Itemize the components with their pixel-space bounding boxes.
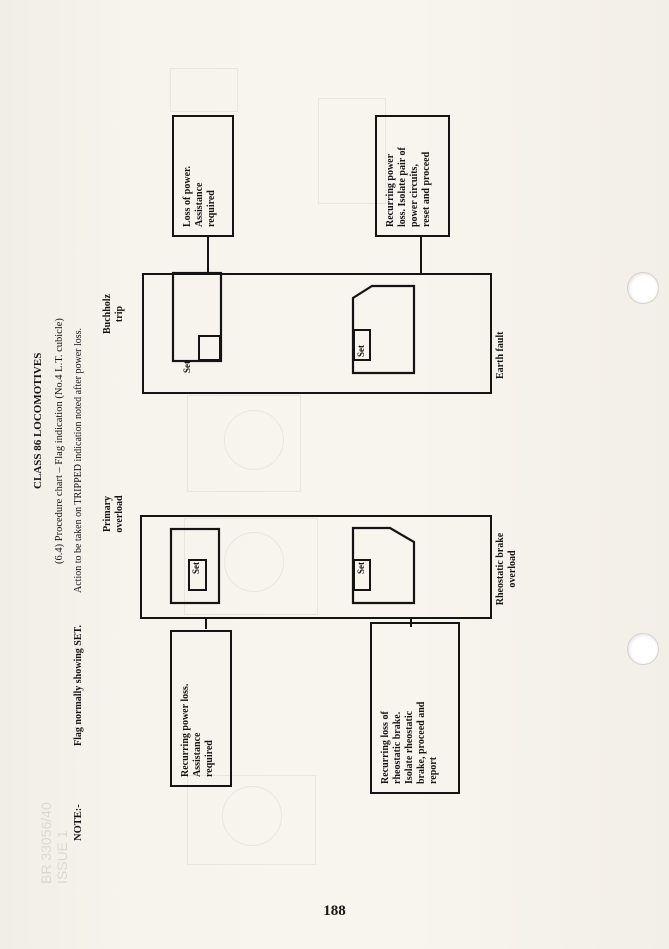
show-through-circle — [224, 532, 284, 592]
action-box-rheostatic-brake: Recurring loss of rheostatic brake. Isol… — [370, 622, 460, 794]
connector-line — [420, 235, 422, 273]
connector-line — [205, 617, 207, 629]
show-through-box — [187, 775, 316, 865]
label-buchholz-trip: Buchholz trip — [102, 294, 125, 335]
show-through-circle — [224, 410, 284, 470]
primary-overload-flag — [169, 527, 221, 605]
connector-line — [207, 235, 209, 273]
flag-set-text: Set — [356, 345, 366, 357]
note-label: NOTE:- — [73, 804, 84, 841]
show-through-box — [184, 518, 318, 615]
document-title: CLASS 86 LOCOMOTIVES — [32, 352, 44, 489]
earth-fault-flag — [351, 284, 416, 375]
flag-set-text: Set — [182, 361, 192, 373]
page-number: 188 — [323, 903, 346, 919]
show-through-box — [318, 98, 386, 204]
note-text-set: Flag normally showing SET. — [73, 625, 84, 746]
note-text-action: Action to be taken on TRIPPED indication… — [73, 327, 84, 593]
show-through-box — [170, 68, 238, 112]
action-box-isolate-power-circuits: Recurring power loss. Isolate pair of po… — [375, 115, 450, 237]
show-through-circle — [222, 786, 282, 846]
punch-hole — [627, 633, 659, 665]
action-box-recurring-power-loss: Recurring power loss. Assistance require… — [170, 630, 232, 787]
punch-hole — [627, 272, 659, 304]
document-subtitle: (6.4) Procedure chart – Flag indication … — [54, 318, 65, 564]
buchholz-trip-flag — [171, 271, 223, 363]
label-rheostatic-overload: Rheostatic brake overload — [495, 532, 518, 606]
show-through-box — [187, 395, 301, 492]
label-earth-fault: Earth fault — [495, 331, 506, 380]
action-box-loss-of-power: Loss of power. Assistance required — [172, 115, 234, 237]
flag-set-text: Set — [191, 562, 201, 574]
label-primary-overload: Primary overload — [102, 495, 125, 533]
flag-set-text: Set — [356, 562, 366, 574]
rheostatic-overload-flag — [351, 526, 416, 605]
